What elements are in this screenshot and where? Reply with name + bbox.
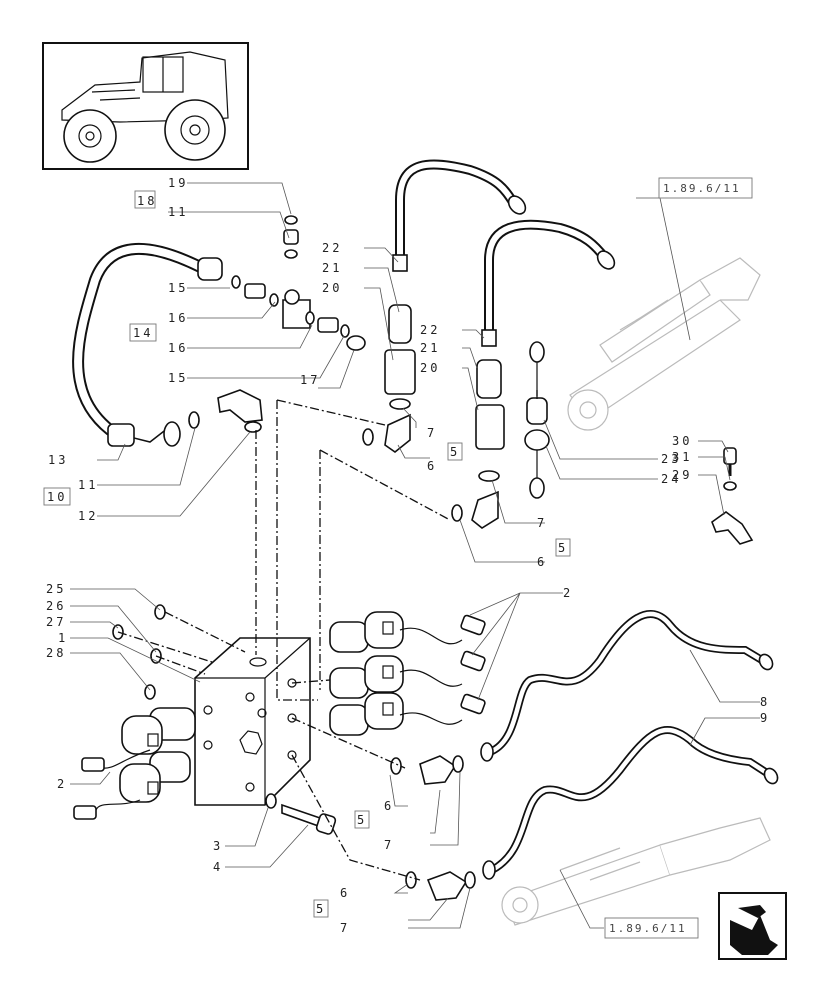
callout-5-c: 5 xyxy=(357,813,367,827)
callout-15-top: 15 xyxy=(168,281,188,295)
callout-5-b: 5 xyxy=(558,541,568,555)
callout-20-b: 20 xyxy=(420,361,440,375)
ref-top-right: 1.89.6/11 xyxy=(663,182,741,195)
callout-18: 18 xyxy=(137,194,157,208)
callout-11-top: 11 xyxy=(168,205,188,219)
tractor-thumbnail xyxy=(42,42,249,170)
callout-5-a: 5 xyxy=(450,445,460,459)
callout-15-bottom: 15 xyxy=(168,371,188,385)
lift-cylinder-ghost-top xyxy=(567,257,761,431)
callout-16-b: 16 xyxy=(168,341,188,355)
callout-28: 28 xyxy=(46,646,66,660)
solenoid-valve-left-lower xyxy=(73,751,191,820)
callout-7-d: 7 xyxy=(340,921,350,935)
callout-24: 24 xyxy=(661,472,681,486)
leader-lines xyxy=(70,182,760,929)
callout-9: 9 xyxy=(760,711,770,725)
callout-29: 29 xyxy=(672,468,692,482)
fittings-group-14 xyxy=(231,275,366,351)
callout-22-a: 22 xyxy=(322,241,342,255)
callout-6-a: 6 xyxy=(427,459,437,473)
callout-labels: 19 18 11 15 14 16 16 15 17 13 11 10 12 2… xyxy=(46,176,770,935)
lift-cylinder-ghost-bottom xyxy=(501,817,771,926)
callout-20-a: 20 xyxy=(322,281,342,295)
callout-31: 31 xyxy=(672,450,692,464)
callout-1: 1 xyxy=(58,631,68,645)
callout-11-mid: 11 xyxy=(78,478,98,492)
callout-17: 17 xyxy=(300,373,320,387)
callout-19: 19 xyxy=(168,176,188,190)
callout-2-left: 2 xyxy=(57,777,67,791)
callout-10: 10 xyxy=(47,490,67,504)
callout-26: 26 xyxy=(46,599,66,613)
callout-13: 13 xyxy=(48,453,68,467)
pipe-8 xyxy=(480,610,774,762)
o-rings-block-left xyxy=(112,604,166,700)
callout-16-a: 16 xyxy=(168,311,188,325)
hose-assembly-13 xyxy=(72,242,223,447)
callout-6-d: 6 xyxy=(340,886,350,900)
dust-cap-assembly xyxy=(524,341,550,499)
solenoid-valve-left-upper xyxy=(81,707,196,772)
callout-8: 8 xyxy=(760,695,770,709)
elbow-fitting-mid xyxy=(390,755,464,785)
callout-21-b: 21 xyxy=(420,341,440,355)
callout-2-top: 2 xyxy=(563,586,573,600)
next-page-arrow-icon[interactable] xyxy=(718,892,787,960)
callout-6-b: 6 xyxy=(537,555,547,569)
callout-5-d: 5 xyxy=(316,902,326,916)
solenoid-valve-1 xyxy=(329,611,486,653)
valve-block xyxy=(194,637,311,806)
callout-7-b: 7 xyxy=(537,516,547,530)
bolt-assembly xyxy=(265,793,337,835)
callout-4: 4 xyxy=(213,860,223,874)
pipe-9 xyxy=(482,726,779,880)
solenoid-valve-3 xyxy=(329,692,486,736)
callout-30: 30 xyxy=(672,434,692,448)
callout-3: 3 xyxy=(213,839,223,853)
fitting-group-18 xyxy=(283,215,299,259)
solenoid-valve-2 xyxy=(329,650,486,699)
callout-21-a: 21 xyxy=(322,261,342,275)
elbow-fitting-bottom xyxy=(405,871,476,901)
boxes xyxy=(43,177,753,939)
assembly-lines xyxy=(117,390,538,881)
elbow-fitting-10 xyxy=(188,389,263,433)
callout-7-a: 7 xyxy=(427,426,437,440)
callout-27: 27 xyxy=(46,615,66,629)
callout-6-c: 6 xyxy=(384,799,394,813)
hose-assembly-upper xyxy=(362,159,527,453)
callout-22-b: 22 xyxy=(420,323,440,337)
callout-12: 12 xyxy=(78,509,98,523)
clamp-assembly xyxy=(711,447,754,545)
callout-7-c: 7 xyxy=(384,838,394,852)
ref-bottom-right: 1.89.6/11 xyxy=(609,922,687,935)
callout-25: 25 xyxy=(46,582,66,596)
callout-14: 14 xyxy=(133,326,153,340)
callout-23: 23 xyxy=(661,452,681,466)
hose-assembly-lower xyxy=(451,219,616,529)
